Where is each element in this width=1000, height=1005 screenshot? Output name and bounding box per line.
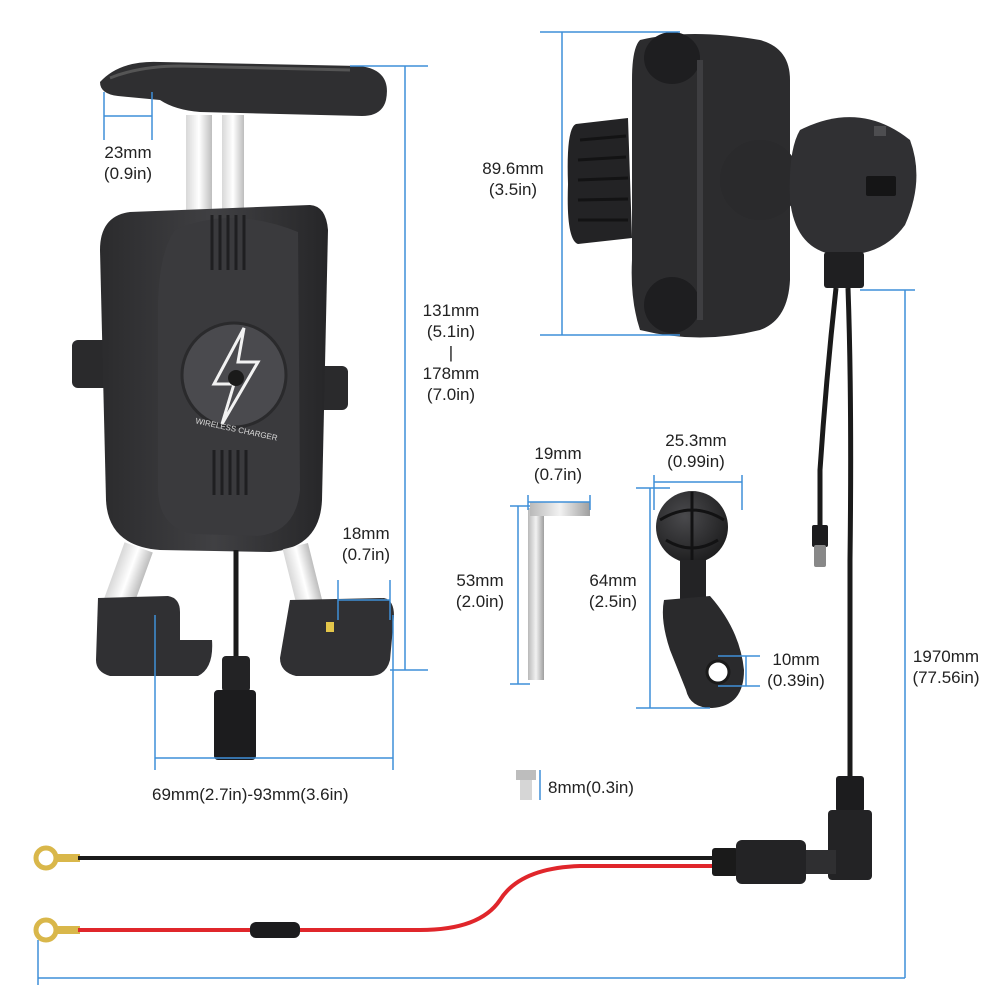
vent-ribs-bottom <box>212 450 248 495</box>
ball-grip <box>659 492 725 562</box>
label-cable-mm: 1970mm <box>912 647 980 666</box>
power-cable <box>845 287 854 780</box>
label-height-min-mm: 131mm <box>422 301 480 320</box>
screw-thread <box>520 780 532 800</box>
terminal-ring-red <box>33 917 59 943</box>
base-plate <box>720 140 800 220</box>
label-foot-mm: 18mm <box>342 524 390 543</box>
wiring-harness <box>33 840 836 943</box>
inline-fuse <box>250 922 300 938</box>
vent-ribs-top <box>210 215 246 270</box>
terminal-crimp-black <box>56 854 80 862</box>
sae-boot <box>836 776 864 812</box>
terminal-crimp-red <box>56 926 80 934</box>
label-key-l-in: (2.0in) <box>455 592 505 611</box>
sae-connector-bottom <box>736 840 806 884</box>
top-rod-right <box>222 115 244 210</box>
label-ball-in: (0.99in) <box>667 452 725 471</box>
usb-charger-housing <box>789 117 917 255</box>
tightening-knob <box>567 118 632 244</box>
knob-grip <box>577 134 629 222</box>
harness-boot <box>712 848 738 876</box>
hex-key <box>528 502 590 680</box>
label-ball-mount-height: 89.6mm (3.5in) <box>468 158 558 200</box>
label-cable-in: (77.56in) <box>912 668 980 687</box>
label-stem-in: (2.5in) <box>588 592 638 611</box>
label-hex-key-length: 53mm (2.0in) <box>440 570 520 612</box>
label-mount-mm: 89.6mm <box>482 159 544 178</box>
label-clamp-arm-in: (0.9in) <box>103 164 153 183</box>
sae-connector-top <box>828 810 872 880</box>
label-stem-mm: 64mm <box>589 571 637 590</box>
terminal-ring-black <box>33 845 59 871</box>
label-foot-in: (0.7in) <box>341 545 391 564</box>
label-holder-width-range: 69mm(2.7in)-93mm(3.6in) <box>152 785 349 804</box>
usb-c-boot <box>812 525 828 547</box>
top-clamp-grip <box>109 64 351 80</box>
ball-stem <box>680 560 706 600</box>
label-height-max-in: (7.0in) <box>426 385 476 404</box>
ball-mount <box>656 491 744 708</box>
charger-button <box>228 370 244 386</box>
double-socket-arm <box>631 34 790 338</box>
label-key-l-mm: 53mm <box>456 571 504 590</box>
screw <box>516 770 536 800</box>
label-ball-stem-height: 64mm (2.5in) <box>578 570 648 612</box>
label-hole-mm: 10mm <box>772 650 820 669</box>
label-mount-in: (3.5in) <box>488 180 538 199</box>
charger-cable-boot <box>824 252 864 288</box>
arm-socket-top <box>644 32 700 84</box>
label-ball-mm: 25.3mm <box>665 431 727 450</box>
screw-head <box>516 770 536 780</box>
mount-hole <box>705 659 731 685</box>
label-hole-in: (0.39in) <box>767 671 825 690</box>
top-clamp-arm <box>100 61 387 116</box>
label-clamp-arm-width: 23mm (0.9in) <box>88 142 168 184</box>
bottom-foot-right <box>280 598 394 676</box>
foot-button <box>326 622 334 632</box>
hex-key-short-arm <box>530 502 590 516</box>
label-height-max-mm: 178mm <box>422 364 480 383</box>
charger-cap <box>874 126 886 136</box>
label-holder-height: 131mm (5.1in) | 178mm (7.0in) <box>408 300 494 405</box>
hex-key-shaft <box>528 508 544 680</box>
dc-connector <box>214 690 256 760</box>
usb-c-cable <box>817 287 839 530</box>
label-ball-diameter: 25.3mm (0.99in) <box>648 430 744 472</box>
arm-socket-bottom <box>644 277 700 333</box>
wire-red <box>78 864 720 932</box>
dimension-lines <box>37 31 915 985</box>
label-key-w-in: (0.7in) <box>533 465 583 484</box>
usb-cables <box>812 287 872 880</box>
mirror-bracket <box>662 596 744 708</box>
usb-port <box>866 176 896 196</box>
label-foot-depth: 18mm (0.7in) <box>326 523 406 565</box>
sae-plug <box>806 850 836 874</box>
bottom-foot-left <box>96 596 213 676</box>
label-cable-length: 1970mm (77.56in) <box>896 646 996 688</box>
label-height-separator: | <box>448 343 454 362</box>
label-screw-length: 8mm(0.3in) <box>548 778 634 797</box>
top-rod-left <box>186 115 212 210</box>
usb-c-plug <box>814 545 826 567</box>
label-key-w-mm: 19mm <box>534 444 582 463</box>
ball-mount-assembly <box>567 32 917 338</box>
phone-holder: WIRELESS CHARGER <box>72 61 394 760</box>
label-clamp-arm-mm: 23mm <box>104 143 152 162</box>
cable-strain-relief <box>222 656 250 692</box>
label-mount-hole: 10mm (0.39in) <box>756 649 836 691</box>
label-height-min-in: (5.1in) <box>426 322 476 341</box>
label-hex-key-width: 19mm (0.7in) <box>518 443 598 485</box>
lightning-bolt-icon <box>211 327 261 425</box>
